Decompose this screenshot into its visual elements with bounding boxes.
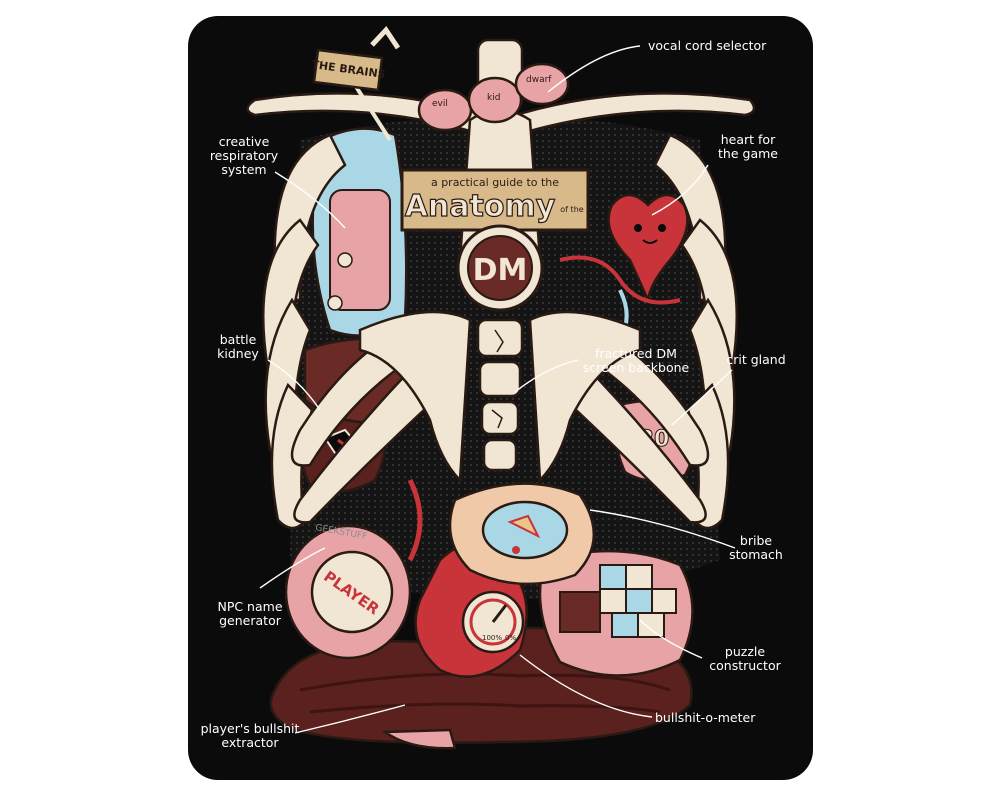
label-extractor-line1: player's bullshit (201, 721, 300, 736)
label-vocal-cord-selector: vocal cord selector (648, 38, 767, 53)
voice-tag-kid: kid (487, 93, 500, 103)
label-fractured-dm-screen-backbone: fractured DM screen backbone (583, 346, 690, 375)
dm-emblem: DM (456, 224, 544, 312)
label-crit-text: crit gland (726, 352, 785, 367)
label-battle-line1: battle (220, 332, 257, 347)
meter-label-right: 0% (505, 634, 516, 642)
meter-label-left: 100% (482, 634, 502, 642)
banner-ofthe: of the (560, 205, 583, 214)
label-puzzle-line2: constructor (709, 658, 781, 673)
rib-cage (246, 38, 756, 530)
label-puzzle-line1: puzzle (725, 644, 765, 659)
label-extractor-line2: extractor (221, 735, 279, 750)
label-heart-line1: heart for (721, 132, 776, 147)
label-creative-line2: respiratory (210, 148, 279, 163)
puzzle-constructor-organ (538, 549, 694, 677)
title-banner: a practical guide to the Anatomy of the (400, 168, 590, 232)
dm-emblem-text: DM (473, 253, 528, 288)
vocal-cord-selector-organ: evil kid dwarf (417, 62, 570, 132)
banner-line1: a practical guide to the (431, 176, 559, 189)
the-brains-sign: THE BRAINS (311, 25, 401, 142)
leader-lines (259, 45, 736, 734)
label-bribe-line1: bribe (740, 533, 772, 548)
label-vocal-cord-text: vocal cord selector (648, 38, 767, 53)
label-creative-line3: system (221, 162, 266, 177)
label-players-bullshit-extractor: player's bullshit extractor (201, 721, 300, 750)
label-creative-respiratory-system: creative respiratory system (210, 134, 279, 177)
label-puzzle-constructor: puzzle constructor (709, 644, 781, 673)
label-bullshit-o-meter: bullshit-o-meter (655, 710, 756, 725)
label-bribe-stomach: bribe stomach (729, 533, 783, 562)
label-heart-line2: the game (718, 146, 778, 161)
npc-name-generator-organ: PLAYER (284, 524, 412, 660)
label-npc-line1: NPC name (217, 599, 282, 614)
voice-tag-dwarf: dwarf (526, 75, 552, 85)
label-fractured-line2: screen backbone (583, 360, 690, 375)
bribe-stomach-organ (448, 482, 595, 586)
label-bribe-line2: stomach (729, 547, 783, 562)
label-creative-line1: creative (219, 134, 270, 149)
label-battle-line2: kidney (217, 346, 259, 361)
label-npc-name-generator: NPC name generator (217, 599, 282, 628)
label-npc-line2: generator (219, 613, 282, 628)
voice-tag-evil: evil (432, 99, 448, 109)
banner-title: Anatomy (405, 189, 556, 224)
label-fractured-line1: fractured DM (595, 346, 677, 361)
label-crit-gland: crit gland (726, 352, 785, 367)
label-meter-text: bullshit-o-meter (655, 710, 756, 725)
label-heart-for-the-game: heart for the game (718, 132, 778, 161)
label-battle-kidney: battle kidney (217, 332, 259, 361)
